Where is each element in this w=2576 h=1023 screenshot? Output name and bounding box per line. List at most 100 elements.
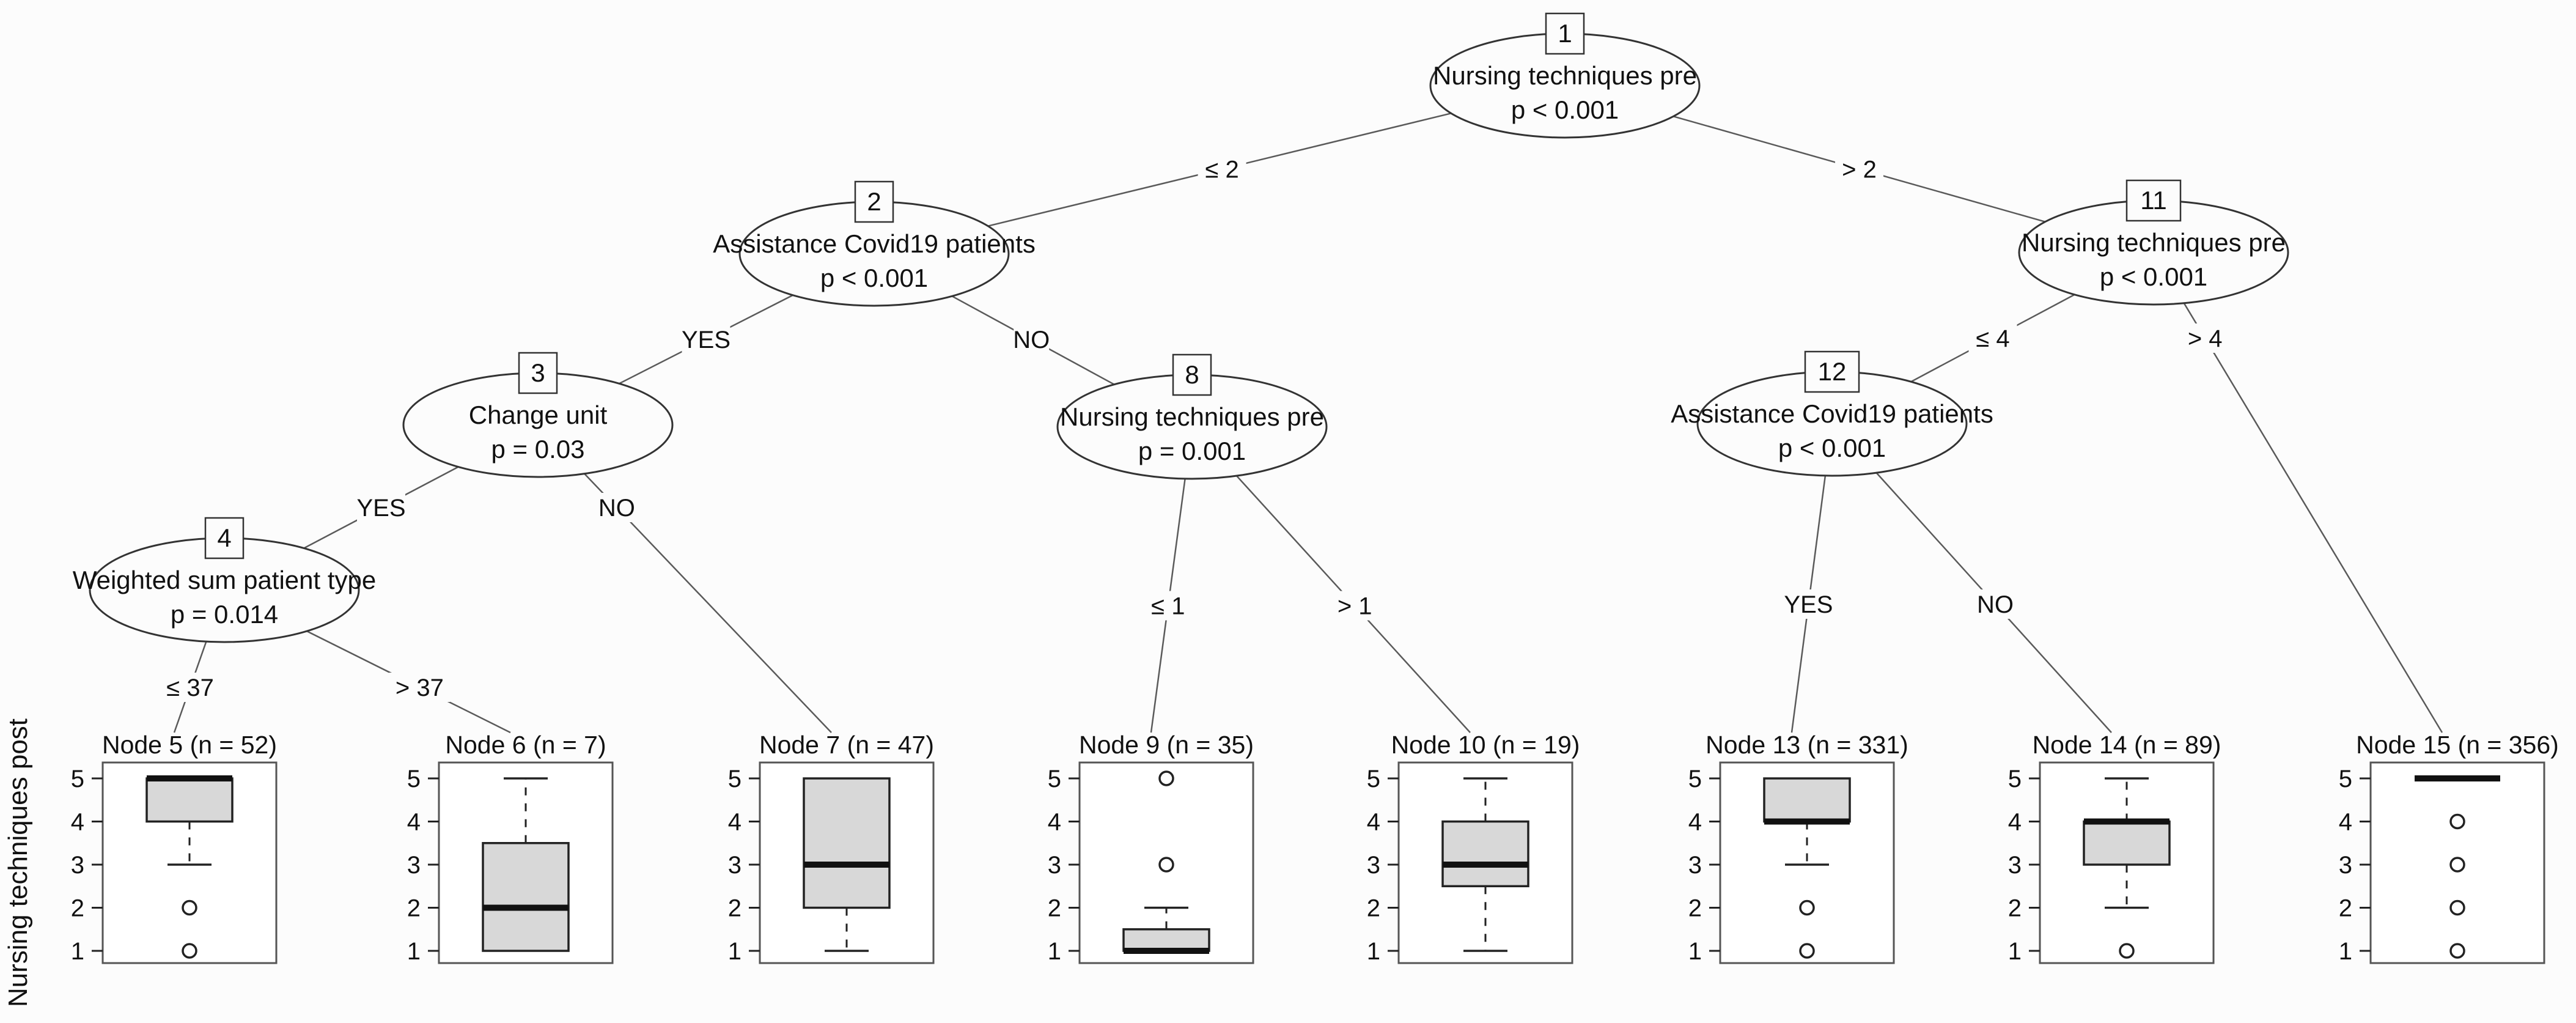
axis-tick-label: 4	[728, 809, 742, 836]
axis-tick-label: 5	[1688, 766, 1702, 792]
outlier-point	[182, 899, 197, 916]
axis-tick-label: 4	[2339, 809, 2352, 836]
node-p-value: p = 0.03	[491, 435, 585, 463]
edge-line	[2183, 303, 2443, 733]
axis-tick-label: 5	[71, 766, 84, 792]
tree-edge-2-8: NO	[951, 295, 1115, 385]
tree-edge-11-panel15: > 4	[2180, 303, 2443, 733]
axis-tick-label: 3	[71, 852, 84, 879]
axis-tick-label: 5	[407, 766, 421, 792]
axis-tick-label: 2	[407, 895, 421, 922]
axis-tick-label: 1	[407, 938, 421, 965]
node-p-value: p < 0.001	[1778, 434, 1886, 462]
edge-label: ≤ 37	[166, 674, 214, 701]
node-split-variable: Nursing techniques pre	[2022, 228, 2286, 257]
axis-tick-label: 3	[728, 852, 742, 879]
outlier-point	[1799, 943, 1815, 959]
edge-label-background	[357, 493, 405, 522]
node-id-badge	[1172, 353, 1212, 396]
edge-label: ≤ 4	[1976, 325, 2009, 352]
edge-label-background	[1835, 154, 1883, 184]
outlier-point	[1799, 899, 1815, 916]
axis-tick-label: 5	[2339, 766, 2352, 792]
panel-title: Node 10 (n = 19)	[1391, 731, 1580, 759]
panel-title: Node 6 (n = 7)	[445, 731, 606, 759]
boxplot-panel-node-7: Node 7 (n = 47) 1 2 3 4 5	[728, 731, 935, 965]
edge-label-background	[1330, 591, 1379, 621]
outlier-point	[2449, 857, 2465, 873]
tree-edge-4-panel5: ≤ 37	[160, 641, 221, 733]
panel-border	[2369, 761, 2545, 964]
box-rect	[1122, 928, 1210, 952]
node-split-variable: Assistance Covid19 patients	[1671, 399, 1993, 428]
axis-tick-label: 1	[728, 938, 742, 965]
axis-tick-label: 1	[1048, 938, 1061, 965]
tree-edge-3-4: YES	[303, 466, 459, 549]
edge-label: NO	[1977, 591, 2014, 618]
tree-edge-8-panel9: ≤ 1	[1144, 478, 1193, 733]
y-axis-label: Nursing techniques post	[3, 718, 33, 1007]
edge-label-background	[682, 325, 730, 354]
box-rect	[2083, 820, 2171, 866]
node-id-badge	[1545, 12, 1585, 55]
axis-tick-label: 2	[728, 895, 742, 922]
tree-edge-3-panel7: NO	[584, 473, 832, 733]
edge-label-background	[389, 673, 451, 702]
axis-tick-label: 2	[1688, 895, 1702, 922]
node-split-variable: Assistance Covid19 patients	[713, 229, 1036, 258]
node-id-number: 8	[1185, 360, 1199, 389]
edge-label-background	[160, 673, 221, 702]
outlier-point	[2449, 899, 2465, 916]
axis-tick-label: 1	[1367, 938, 1380, 965]
axis-tick-label: 4	[71, 809, 84, 836]
axis-tick-label: 5	[2008, 766, 2022, 792]
tree-edge-1-2: ≤ 2	[987, 113, 1452, 227]
axis-tick-label: 5	[728, 766, 742, 792]
box-rect	[482, 842, 570, 952]
axis-tick-label: 1	[2008, 938, 2022, 965]
axis-tick-label: 3	[1048, 852, 1061, 879]
node-id-badge	[518, 352, 558, 394]
axis-tick-label: 2	[1048, 895, 1061, 922]
axis-tick-label: 1	[71, 938, 84, 965]
outlier-point	[2449, 813, 2465, 830]
node-id-badge	[2125, 179, 2182, 222]
panel-title: Node 9 (n = 35)	[1079, 731, 1254, 759]
tree-edge-12-panel14: NO	[1875, 472, 2112, 733]
edge-label-background	[598, 493, 635, 522]
tree-edge-2-3: YES	[619, 294, 793, 385]
edge-label-background	[1968, 323, 2017, 353]
edge-label: > 1	[1338, 593, 1372, 620]
node-id-number: 2	[867, 187, 881, 216]
node-p-value: p = 0.014	[171, 600, 278, 629]
axis-tick-label: 4	[2008, 809, 2022, 836]
panel-title: Node 15 (n = 356)	[2356, 731, 2559, 759]
node-split-variable: Change unit	[469, 401, 608, 429]
axis-tick-label: 4	[1367, 809, 1380, 836]
axis-tick-label: 4	[1048, 809, 1061, 836]
axis-tick-label: 4	[1688, 809, 1702, 836]
tree-edge-4-panel6: > 37	[306, 630, 511, 734]
tree-edge-1-11: > 2	[1673, 116, 2045, 223]
node-id-number: 3	[531, 358, 545, 387]
axis-tick-label: 3	[1367, 852, 1380, 879]
axis-tick-label: 4	[407, 809, 421, 836]
node-split-variable: Nursing techniques pre	[1433, 61, 1697, 90]
tree-edge-8-panel10: > 1	[1236, 475, 1471, 733]
panel-title: Node 7 (n = 47)	[759, 731, 934, 759]
edge-label: YES	[356, 495, 405, 522]
edge-label-background	[1014, 325, 1050, 354]
